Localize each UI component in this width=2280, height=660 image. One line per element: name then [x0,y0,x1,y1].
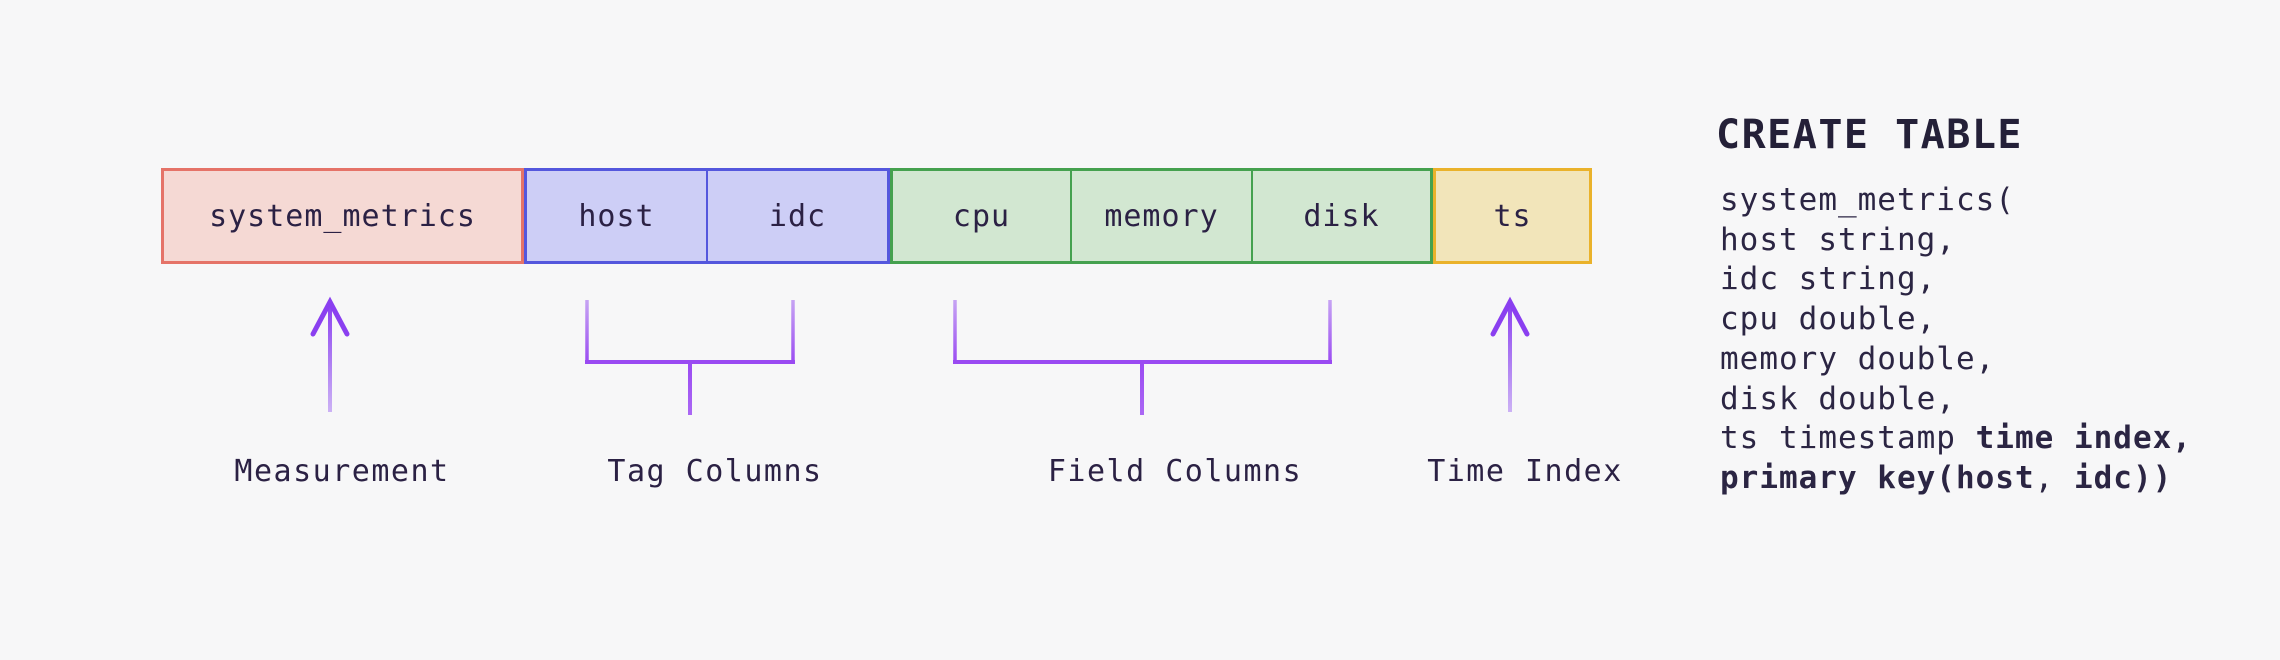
cell-idc-label: idc [768,198,827,234]
measurement-arrow-head [310,296,350,337]
cell-memory-label: memory [1104,198,1219,234]
cell-host-label: host [578,198,655,234]
label-tag-columns: Tag Columns [607,454,823,489]
sql-line-disk: disk double, [1720,380,1956,417]
cell-disk-label: disk [1303,198,1380,234]
sql-code-block: system_metrics( host string, idc string,… [1720,181,2192,499]
cell-ts-label: ts [1493,198,1532,234]
cell-host: host [527,171,706,261]
tag-divider [706,171,708,261]
cell-cpu-label: cpu [952,198,1011,234]
time-index-arrow [1490,296,1530,412]
measurement-arrow [310,296,350,412]
field-columns-bracket [953,300,1332,415]
time-index-arrow-head [1490,296,1530,337]
sql-line-cpu: cpu double, [1720,301,1937,338]
sql-heading: CREATE TABLE [1716,112,2023,158]
sql-line-table-name: system_metrics( [1720,182,2015,218]
measurement-box: system_metrics [161,168,524,264]
label-measurement: Measurement [234,454,450,489]
sql-line-ts: ts timestamp time index, [1720,420,2192,457]
tag-columns-box: host idc [524,168,890,264]
field-columns-box: cpu memory disk [890,168,1433,264]
sql-line-primary-key: primary key(host, idc)) [1720,459,2173,496]
label-field-columns: Field Columns [1047,454,1303,489]
cell-memory: memory [1072,171,1251,261]
cell-ts: ts [1436,171,1589,261]
cell-system-metrics-label: system_metrics [209,198,476,234]
label-time-index: Time Index [1427,454,1623,489]
tag-columns-bracket [585,300,795,415]
cell-system-metrics: system_metrics [164,171,521,261]
cell-cpu: cpu [893,171,1070,261]
field-divider-2 [1251,171,1253,261]
sql-line-memory: memory double, [1720,340,1996,377]
sql-line-idc: idc string, [1720,261,1937,298]
field-divider-1 [1070,171,1072,261]
time-index-box: ts [1433,168,1592,264]
cell-idc: idc [708,171,887,261]
sql-line-host: host string, [1720,221,1956,258]
cell-disk: disk [1253,171,1430,261]
